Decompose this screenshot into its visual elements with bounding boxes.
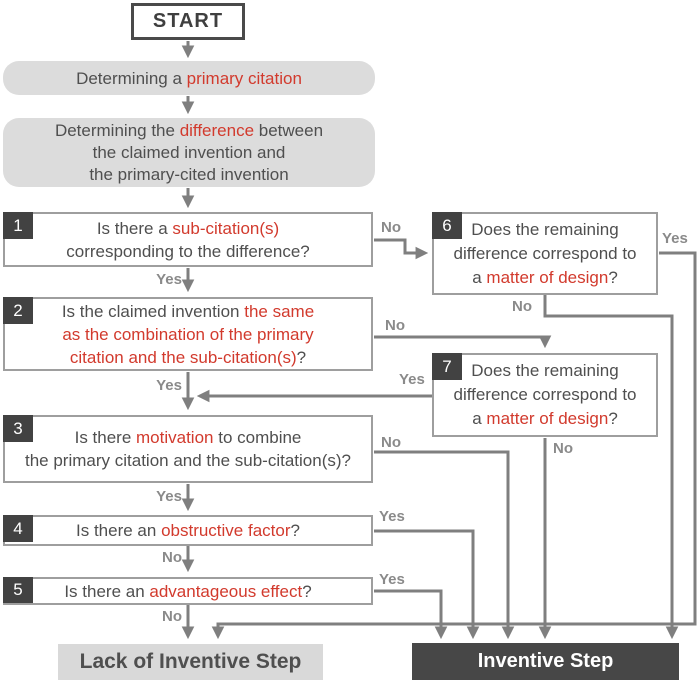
- edge-q3-no-to-inventive: [374, 450, 515, 640]
- edge-label-no: No: [381, 434, 401, 451]
- question-7-box: 7 Does the remaining difference correspo…: [432, 353, 658, 437]
- question-4-text: Is there an obstructive factor?: [76, 521, 300, 540]
- question-4-box: 4 Is there an obstructive factor?: [3, 515, 373, 546]
- edge-q2-no-to-q7: [374, 335, 552, 349]
- question-7-badge: 7: [432, 353, 462, 380]
- question-2-box: 2 Is the claimed invention the same as t…: [3, 297, 373, 371]
- step-difference: Determining the difference between the c…: [3, 118, 375, 187]
- step-difference-text: Determining the difference between the c…: [54, 120, 324, 184]
- edge-label-no: No: [162, 608, 182, 625]
- result-inventive-step: Inventive Step: [412, 643, 679, 680]
- edge-label-yes: Yes: [399, 371, 425, 388]
- question-1-badge: 1: [3, 212, 33, 239]
- edge-label-no: No: [381, 219, 401, 236]
- edge-label-yes: Yes: [662, 230, 688, 247]
- edge-q6-yes-to-lack: [211, 251, 697, 640]
- question-7-text: Does the remaining difference correspond…: [453, 361, 637, 428]
- question-2-badge: 2: [3, 297, 33, 324]
- question-1-text: Is there a sub-citation(s) corresponding…: [66, 218, 310, 261]
- result-lack-of-inventive-step: Lack of Inventive Step: [58, 644, 323, 680]
- question-6-box: 6 Does the remaining difference correspo…: [432, 212, 658, 295]
- edge-q4-yes-to-inventive: [374, 529, 480, 640]
- edge-label-yes: Yes: [379, 571, 405, 588]
- question-3-text: Is there motivation to combine the prima…: [25, 428, 351, 470]
- edge-label-no: No: [385, 317, 405, 334]
- edge-label-yes: Yes: [156, 377, 182, 394]
- question-4-badge: 4: [3, 515, 33, 542]
- step-primary-citation: Determining a primary citation: [3, 61, 375, 95]
- edge-q6-no-to-inventive: [543, 295, 679, 640]
- question-3-badge: 3: [3, 415, 33, 442]
- question-5-badge: 5: [3, 577, 33, 603]
- step-primary-citation-text: Determining a primary citation: [76, 68, 302, 88]
- question-1-box: 1 Is there a sub-citation(s) correspondi…: [3, 212, 373, 267]
- question-6-text: Does the remaining difference correspond…: [453, 219, 637, 287]
- edge-label-yes: Yes: [379, 508, 405, 525]
- edge-label-yes: Yes: [156, 271, 182, 288]
- edge-label-yes: Yes: [156, 488, 182, 505]
- question-6-badge: 6: [432, 212, 462, 239]
- question-2-text: Is the claimed invention the same as the…: [61, 301, 315, 367]
- start-node: START: [131, 3, 245, 40]
- edge-q1-no-to-q6: [374, 238, 429, 260]
- edge-label-no: No: [162, 549, 182, 566]
- question-5-text: Is there an advantageous effect?: [64, 581, 312, 601]
- question-5-box: 5 Is there an advantageous effect?: [3, 577, 373, 605]
- edge-q5-yes-to-inventive: [374, 589, 448, 640]
- start-label: START: [152, 10, 224, 32]
- edge-label-no: No: [512, 298, 532, 315]
- question-3-box: 3 Is there motivation to combine the pri…: [3, 415, 373, 483]
- edge-label-no: No: [553, 440, 573, 457]
